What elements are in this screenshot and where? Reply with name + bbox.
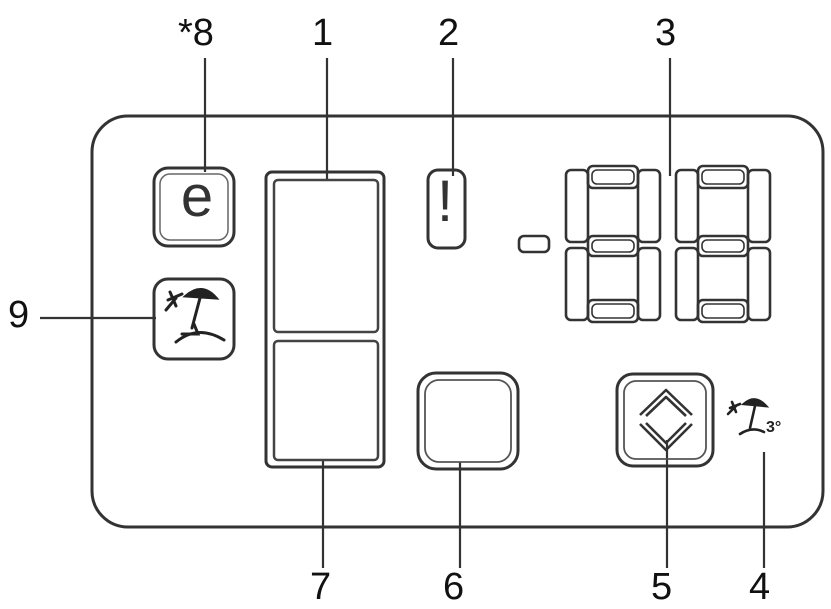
temperature-display [517, 164, 772, 324]
display-digit-2-segment-bottom-inner [701, 303, 745, 319]
callout-8: *8 [178, 12, 214, 54]
callout-1: 1 [312, 12, 334, 54]
button-1[interactable] [272, 178, 380, 334]
display-digit-1-segment-bottom [586, 298, 640, 324]
button-group-1-7 [264, 170, 386, 469]
display-digit-1-segment-top [586, 164, 640, 190]
callout-2: 2 [438, 12, 460, 54]
button-6[interactable] [416, 371, 520, 471]
eco-button-inner [159, 173, 229, 241]
callout-7: 7 [310, 566, 332, 608]
alarm-symbol: ! [436, 169, 454, 234]
eco-letter: e [180, 164, 214, 229]
holiday-mode-3-label: 3° [766, 419, 781, 436]
display-digit-1-segment-right-top [636, 168, 662, 244]
display-digit-2-segment-right-bottom [746, 246, 772, 322]
panel-outline [90, 114, 825, 529]
alarm-indicator [426, 168, 467, 250]
display-digit-1-segment-right-bottom [636, 246, 662, 322]
callout-5: 5 [651, 566, 673, 608]
display-digit-2-segment-right-top [746, 168, 772, 244]
display-digit-1-segment-top-inner [591, 169, 635, 185]
display-digit-1-segment-left-top [564, 168, 590, 244]
holiday-mode-icon [164, 288, 226, 344]
up-down-button-inner [623, 380, 707, 460]
display-digit-1-segment-bottom-inner [591, 303, 635, 319]
display-digit-2-segment-middle [696, 234, 750, 258]
up-down-button[interactable] [615, 372, 715, 468]
eco-button[interactable] [152, 166, 236, 248]
callout-3: 3 [655, 12, 677, 54]
display-digit-1-segment-left-bottom [564, 246, 590, 322]
holiday-mode-3-icon [726, 398, 770, 436]
arrow-up-down-icon [639, 388, 693, 452]
callout-9: 9 [8, 294, 30, 336]
display-digit-1-segment-middle-inner [591, 239, 635, 253]
display-digit-2-segment-left-top [674, 168, 700, 244]
display-minus-segment [517, 234, 551, 254]
button-7[interactable] [272, 339, 380, 462]
leader-lines [40, 58, 766, 568]
display-digit-2-segment-top-inner [701, 169, 745, 185]
display-digit-2-segment-bottom [696, 298, 750, 324]
display-digit-2-segment-left-bottom [674, 246, 700, 322]
display-digit-2-segment-middle-inner [701, 239, 745, 253]
holiday-mode-button[interactable] [152, 277, 236, 361]
button-6-inner [424, 379, 512, 463]
display-digit-2-segment-top [696, 164, 750, 190]
callout-4: 4 [749, 566, 771, 608]
display-digit-1-segment-middle [586, 234, 640, 258]
callout-6: 6 [443, 566, 465, 608]
